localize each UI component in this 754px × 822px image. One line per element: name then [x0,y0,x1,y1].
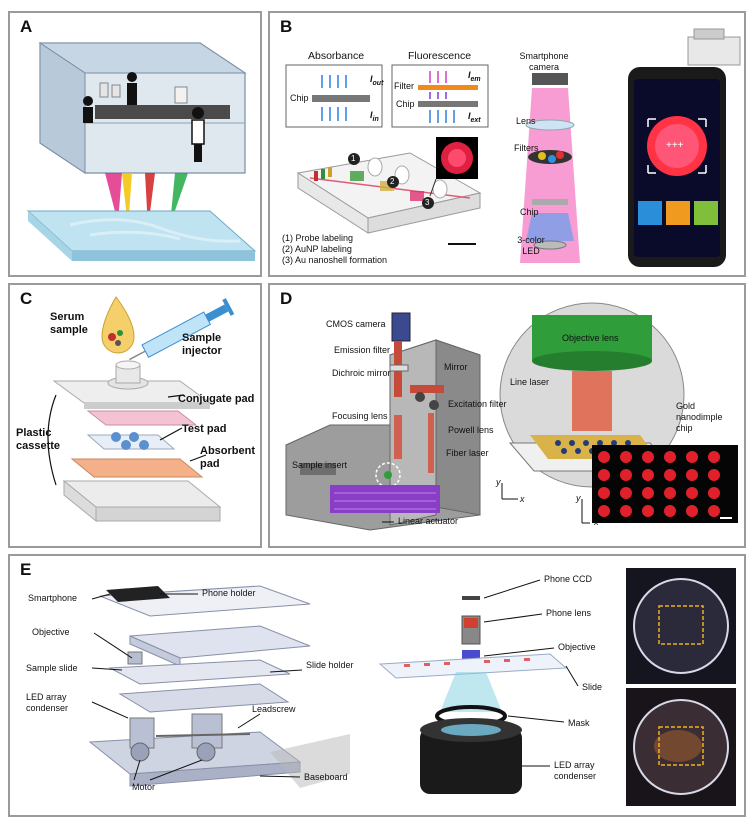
phone-lens-label: Phone lens [546,608,592,618]
mirror-label: Mirror [444,362,468,372]
step-number-1: 1 [351,154,356,163]
fiber-laser-label: Fiber laser [446,448,489,458]
line-laser-label: Line laser [510,377,550,387]
chip-label-fluo: Chip [396,99,415,109]
sample-slide-label: Sample slide [26,663,78,673]
panel-c: C Serum sam [8,283,262,548]
chip-label-abs: Chip [290,93,309,103]
powell-lens-label: Powell lens [448,425,494,435]
step-2-text: (2) AuNP labeling [282,244,352,254]
lab-on-chip-illustration [26,42,257,261]
panel-b: B [268,11,746,277]
panel-label-e: E [20,560,32,579]
smartphone-label: Smartphone [28,593,78,603]
absorbance-title: Absorbance [308,50,365,62]
i-in-label: Iin [370,110,379,123]
step-number-3: 3 [425,198,430,207]
objective-lens-label: Objective lens [562,333,619,343]
lens-label: Lens [516,116,536,126]
smartphone-chip-illustration [285,28,741,267]
absorbent-pad-label: Absorbent pad [200,445,255,470]
step-3-text: (3) Au nanoshell formation [282,255,388,265]
chip-label-right: Chip [520,207,539,217]
panel-label-b: B [280,17,293,36]
mask-label: Mask [568,718,590,728]
slide-label: Slide [582,682,603,692]
cmos-camera-label: CMOS camera [326,319,386,329]
panel-label-a: A [20,17,33,36]
baseboard-label: Baseboard [304,772,348,782]
serum-sample-label: Serum sample [50,311,88,336]
axis-y-label: y [496,477,501,487]
sample-insert-label: Sample insert [292,460,348,470]
objective-label-left: Objective [32,627,70,637]
lateral-flow-illustration [47,296,235,523]
sample-injector-label: Sample injector [182,332,222,357]
fluorescence-reader-illustration [285,302,738,531]
excitation-filter-label: Excitation filter [448,399,507,409]
gold-chip-label: Gold nanodimple chip [676,401,723,433]
leadscrew-label: Leadscrew [252,704,296,714]
panel-a: A [8,11,262,277]
test-pad-label: Test pad [182,423,227,435]
step-number-2: 2 [390,177,395,186]
panel-label-d: D [280,289,293,308]
panel-label-c: C [20,289,33,308]
filters-label: Filters [514,143,539,153]
emission-filter-label: Emission filter [334,345,391,355]
conjugate-pad-label: Conjugate pad [178,393,255,405]
step-1-text: (1) Probe labeling [282,233,354,243]
focusing-lens-label: Focusing lens [332,411,388,421]
axis-x2-label: x [594,517,599,527]
fluorescence-title: Fluorescence [408,50,472,62]
panel-e: E [8,554,746,817]
smartphone-microscope-illustration [88,568,736,806]
phone-ccd-label: Phone CCD [544,574,593,584]
smartphone-camera-label: Smartphone camera [519,51,569,72]
objective-label-right: Objective [558,642,596,652]
led-condenser-label-left: LED array condenser [26,692,69,713]
led-label: 3-color LED [517,235,545,256]
plastic-cassette-label: Plastic cassette [16,427,61,452]
i-em-label: Iem [468,70,481,83]
phone-holder-label: Phone holder [202,588,256,598]
axis-y2-label: y [576,493,581,503]
axis-x-label: x [520,494,525,504]
i-ext-label: Iext [468,111,481,124]
filter-label: Filter [394,81,414,91]
i-out-label: Iout [370,74,384,87]
led-condenser-label-right: LED array condenser [554,760,597,781]
dichroic-mirror-label: Dichroic mirror [332,368,391,378]
motor-label: Motor [132,782,156,792]
phone-result: +++ [666,140,684,151]
panel-d: D [268,283,746,548]
slide-holder-label: Slide holder [306,660,354,670]
linear-actuator-label: Linear actuator [398,516,459,526]
